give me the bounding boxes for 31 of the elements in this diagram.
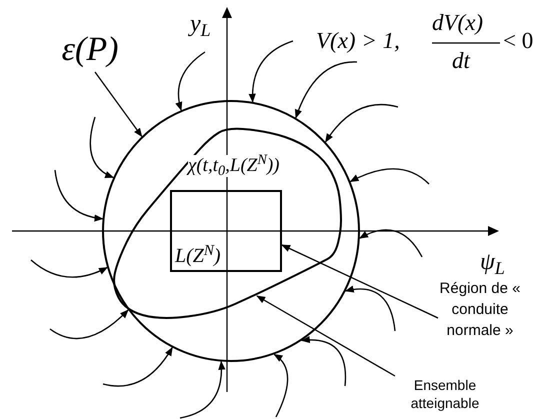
- math-label: V(x) > 1,: [316, 27, 400, 55]
- flow-arrow: [300, 336, 346, 386]
- ellipse-region: [102, 100, 360, 362]
- flow-arrow: [344, 286, 396, 332]
- math-label: dV(x): [432, 9, 484, 37]
- math-label: < 0: [503, 27, 534, 55]
- math-label: dt: [452, 47, 470, 75]
- leader-arrow: [256, 295, 396, 377]
- flow-arrow: [325, 104, 398, 143]
- flow-arrow: [248, 40, 294, 103]
- math-label: L(Z$^{N}$): [175, 244, 221, 268]
- flow-arrow: [50, 309, 129, 340]
- flow-arrow: [295, 61, 357, 119]
- flow-arrow: [54, 170, 104, 222]
- leader-arrow: [94, 72, 142, 138]
- flow-arrow: [359, 229, 423, 258]
- annotation-text: Ensemble atteignable: [410, 376, 480, 412]
- math-label: ψ$_{L}$: [480, 248, 505, 280]
- flow-arrow: [350, 168, 430, 184]
- flow-arrow: [90, 116, 114, 178]
- flow-arrow: [30, 260, 108, 278]
- normal-region-rectangle: [170, 190, 282, 272]
- annotation-text: Région de « conduite normale »: [438, 279, 522, 341]
- flow-arrow: [102, 346, 173, 387]
- flow-arrow: [180, 360, 226, 419]
- math-label: χ(t,t$_{0}$,L(Z$^{N}$)): [188, 155, 280, 177]
- math-label: ε(P): [60, 30, 120, 70]
- leader-arrow: [281, 244, 438, 319]
- math-label: y$_{L}$: [190, 10, 211, 42]
- flow-arrow: [274, 354, 288, 418]
- flow-arrow: [176, 51, 206, 112]
